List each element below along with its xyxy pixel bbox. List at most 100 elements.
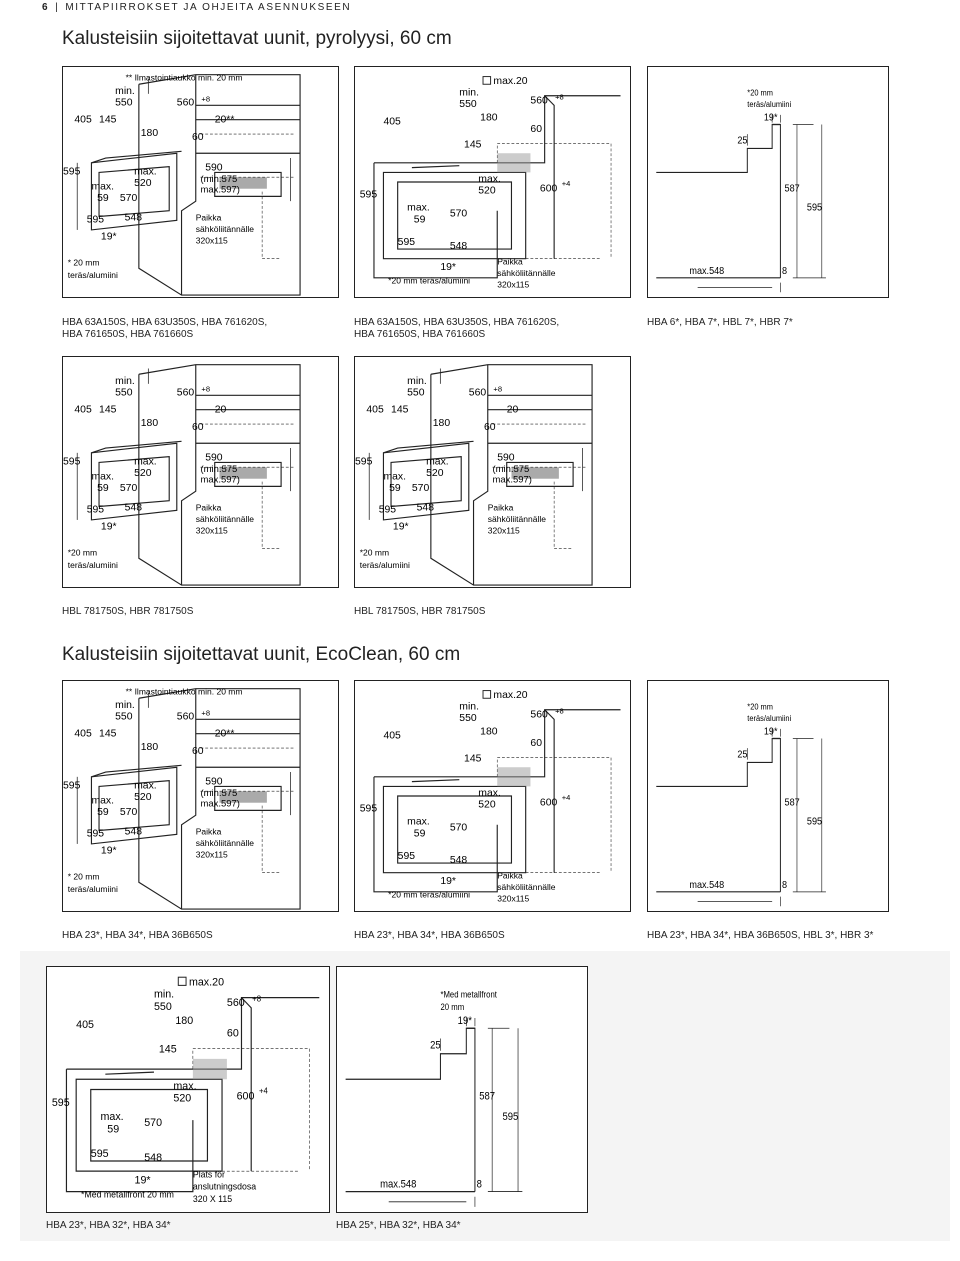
dim-595: 595 bbox=[52, 1097, 70, 1109]
caption-9: HBA 23*, HBA 32*, HBA 34* bbox=[46, 1220, 171, 1231]
size-label: 320x115 bbox=[497, 893, 529, 903]
dim-600: 600 bbox=[540, 798, 558, 809]
cabinet-drawing: min. 550 560 +8 20 405 145 180 60 595 ma… bbox=[63, 364, 301, 586]
dim-plus8: +8 bbox=[252, 995, 261, 1004]
cabinet-drawing: ** Ilmastointiaukko min. 20 mm min. 550 … bbox=[63, 72, 301, 296]
dim-plus8: +8 bbox=[493, 384, 502, 393]
dim-20: 20 bbox=[215, 405, 227, 416]
dim-180: 180 bbox=[480, 113, 498, 124]
size-label: 320x115 bbox=[497, 279, 529, 289]
page-header: 6|MITTAPIIRROKSET JA OHJEITA ASENNUKSEEN bbox=[42, 2, 352, 13]
dim-590: 590 bbox=[497, 452, 515, 463]
dim-600: 600 bbox=[540, 184, 558, 195]
dim-max597: max.597) bbox=[201, 474, 240, 485]
sahko-label: sähköliitännälle bbox=[497, 882, 555, 892]
panel-3: *20 mm teräs/alumiini 19* 25 587 595 max… bbox=[647, 66, 889, 298]
dim-max: max. bbox=[426, 456, 449, 467]
dim-60: 60 bbox=[530, 738, 542, 749]
dim-590: 590 bbox=[205, 162, 223, 173]
dim-min575: (min.575 bbox=[201, 174, 238, 185]
dim-595b: 595 bbox=[398, 237, 416, 248]
dim-595: 595 bbox=[503, 1111, 519, 1123]
dim-550: 550 bbox=[459, 99, 477, 110]
paikka-label: Paikka bbox=[196, 502, 222, 512]
dim-max-59-label: max. bbox=[91, 182, 114, 193]
panel-1: ** Ilmastointiaukko min. 20 mm min. 550 … bbox=[62, 66, 339, 298]
caption-5: HBL 781750S, HBR 781750S bbox=[354, 606, 486, 617]
dim-560: 560 bbox=[530, 709, 548, 720]
profile-drawing: *20 mm teräs/alumiini 19* 25 587 595 max… bbox=[656, 702, 826, 907]
vent-note: ** Ilmastointiaukko min. 20 mm bbox=[126, 72, 243, 82]
dim-19: 19* bbox=[440, 262, 456, 273]
dim-plus4: +4 bbox=[562, 179, 571, 188]
vent-note: ** Ilmastointiaukko min. 20 mm bbox=[126, 686, 243, 696]
note-steel: teräs/alumiini bbox=[747, 100, 791, 110]
dim-595b: 595 bbox=[87, 504, 105, 515]
dim-405: 405 bbox=[366, 405, 384, 416]
caption-8: HBA 23*, HBA 34*, HBA 36B650S, HBL 3*, H… bbox=[647, 930, 874, 941]
caption-3: HBA 6*, HBA 7*, HBL 7*, HBR 7* bbox=[647, 317, 793, 328]
paikka-label: Plats för bbox=[193, 1169, 225, 1179]
dim-405: 405 bbox=[76, 1019, 94, 1031]
dim-25: 25 bbox=[737, 749, 748, 761]
dim-180: 180 bbox=[141, 128, 159, 139]
dim-570: 570 bbox=[450, 822, 468, 833]
size-label: 320x115 bbox=[196, 525, 228, 535]
dim-550: 550 bbox=[115, 97, 133, 108]
paikka-label: Paikka bbox=[196, 826, 222, 836]
section-name: MITTAPIIRROKSET JA OHJEITA ASENNUKSEEN bbox=[65, 2, 352, 13]
dim-520: 520 bbox=[426, 468, 444, 479]
dim-60: 60 bbox=[192, 422, 204, 433]
dim-570: 570 bbox=[120, 193, 138, 204]
steel-inline: *20 mm teräs/alumiini bbox=[388, 276, 470, 286]
steel-label: teräs/alumiini bbox=[68, 270, 118, 280]
dim-59: 59 bbox=[107, 1123, 119, 1135]
dim-25: 25 bbox=[430, 1040, 441, 1052]
dim-548: 548 bbox=[144, 1152, 162, 1164]
steel-mm: * 20 mm bbox=[68, 871, 100, 881]
dim-405: 405 bbox=[74, 729, 92, 740]
dim-19: 19* bbox=[458, 1016, 472, 1028]
dim-405: 405 bbox=[74, 405, 92, 416]
dim-plus8: +8 bbox=[201, 708, 210, 717]
dim-548: 548 bbox=[450, 855, 468, 866]
dim-595: 595 bbox=[355, 456, 373, 467]
dim-548: 548 bbox=[125, 212, 143, 223]
note-mm: *20 mm bbox=[747, 702, 773, 712]
sahko-label: sähköliitännälle bbox=[488, 514, 546, 524]
dim-max597: max.597) bbox=[201, 184, 240, 195]
dim-560: 560 bbox=[227, 997, 245, 1009]
dim-560: 560 bbox=[469, 387, 487, 398]
panel-2: max.20 min. 550 560 +8 405 180 60 145 59… bbox=[354, 66, 631, 298]
panel-7: max.20 min. 550 560 +8 405 180 60 145 59… bbox=[354, 680, 631, 912]
dim-595: 595 bbox=[807, 202, 823, 214]
dim-max-59: max. bbox=[407, 817, 430, 828]
dim-max: max. bbox=[134, 166, 157, 177]
dim-20: 20** bbox=[215, 729, 235, 740]
caption-6: HBA 23*, HBA 34*, HBA 36B650S bbox=[62, 930, 213, 941]
dim-max-59: max. bbox=[100, 1111, 123, 1123]
dim-550: 550 bbox=[115, 711, 133, 722]
wall-drawing: max.20 min. 550 560 +8 405 180 60 145 59… bbox=[360, 76, 621, 289]
dim-min575: (min.575 bbox=[201, 464, 238, 475]
note-steel: teräs/alumiini bbox=[747, 714, 791, 724]
dim-520: 520 bbox=[134, 468, 152, 479]
dim-405: 405 bbox=[74, 115, 92, 126]
sahko-label: sähköliitännälle bbox=[497, 268, 555, 278]
dim-560: 560 bbox=[177, 387, 195, 398]
dim-19: 19* bbox=[393, 521, 409, 532]
dim-max548: max.548 bbox=[380, 1179, 417, 1191]
steel-mm: * 20 mm bbox=[68, 257, 100, 267]
dim-19: 19* bbox=[101, 231, 117, 242]
dim-59: 59 bbox=[414, 214, 426, 225]
dim-548: 548 bbox=[450, 241, 468, 252]
dim-plus8: +8 bbox=[201, 384, 210, 393]
steel-mm: *20 mm bbox=[68, 547, 97, 557]
dim-19: 19* bbox=[440, 876, 456, 887]
section-title-ecoclean: Kalusteisiin sijoitettavat uunit, EcoCle… bbox=[62, 644, 461, 665]
wall-drawing: max.20 min. 550 560 +8 405 180 60 145 59… bbox=[52, 976, 320, 1204]
caption-4: HBL 781750S, HBR 781750S bbox=[62, 606, 194, 617]
caption-7: HBA 23*, HBA 34*, HBA 36B650S bbox=[354, 930, 505, 941]
dim-145: 145 bbox=[391, 405, 409, 416]
cabinet-drawing: min. 550 560 +8 20 405 145 180 60 595 ma… bbox=[355, 364, 593, 586]
